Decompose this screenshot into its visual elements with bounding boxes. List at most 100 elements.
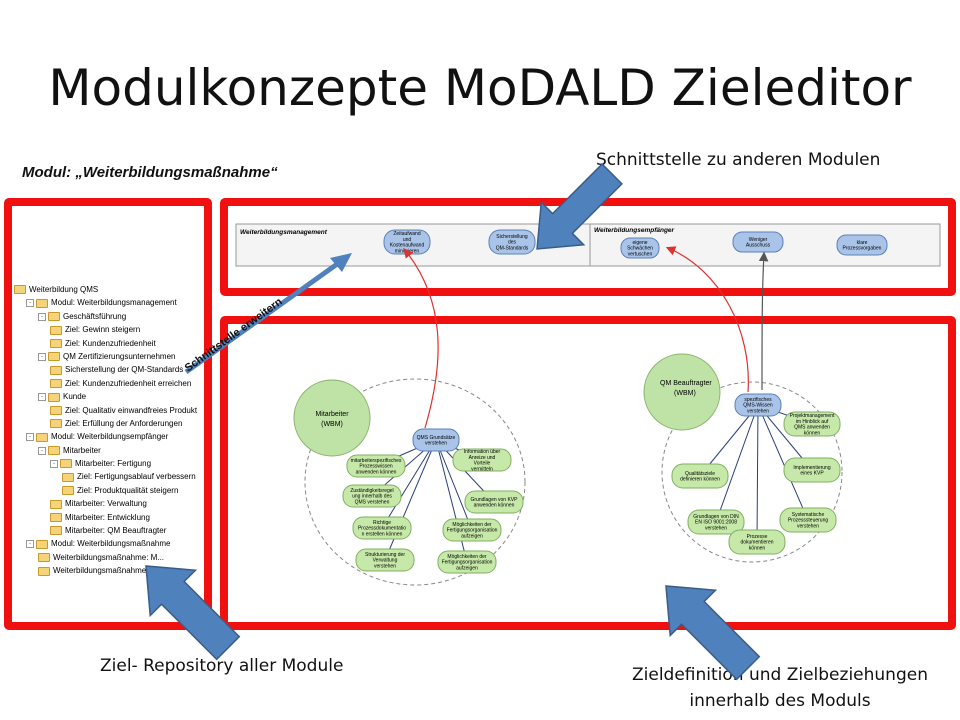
tree-toggle-icon[interactable]: -: [26, 540, 34, 549]
tree-item[interactable]: -Mitarbeiter: [14, 444, 206, 457]
tree-item[interactable]: Mitarbeiter: QM Beauftragter: [14, 524, 206, 537]
tree-item[interactable]: - Modul: Weiterbildungsmanagement: [14, 296, 206, 309]
actor-qm-label: QM Beauftragter: [660, 380, 712, 387]
link-qm-to-interface: [665, 246, 749, 393]
tree-item[interactable]: Ziel: Fertigungsablauf verbessern: [14, 470, 206, 483]
callout-goal-definition-line1: Zieldefinition und Zielbeziehungen: [632, 665, 928, 685]
folder-icon: [50, 365, 62, 375]
actor-qm-beauftragter: [643, 353, 721, 431]
tree-item[interactable]: -QM Zertifizierungsunternehmen: [14, 350, 206, 363]
goal-node-center-shape: [412, 428, 460, 452]
goal-relation-line: [381, 439, 437, 529]
tree-item[interactable]: -Modul: Weiterbildungsmaßnahme: [14, 537, 206, 550]
tree-toggle-icon[interactable]: -: [38, 352, 46, 361]
tree-item-label: Weiterbildung QMS: [29, 285, 99, 294]
tree-item-label: Modul: Weiterbildungsempfänger: [51, 432, 169, 442]
folder-icon: [50, 405, 62, 415]
folder-icon: [50, 419, 62, 429]
folder-icon: [36, 432, 48, 442]
tree-item[interactable]: Mitarbeiter: Verwaltung: [14, 497, 206, 510]
tree-item[interactable]: -Geschäftsführung: [14, 310, 206, 323]
goal-node-shape: [346, 454, 406, 478]
tree-item-label: Ziel: Kundenzufriedenheit: [65, 338, 156, 348]
tree-item[interactable]: Mitarbeiter: Entwicklung: [14, 511, 206, 524]
tree-item-label: Ziel: Gewinn steigern: [65, 325, 141, 335]
tree-item[interactable]: Ziel: Gewinn steigern: [14, 323, 206, 336]
tree-item[interactable]: Sicherstellung der QM-Standards: [14, 363, 206, 376]
actor-qm-sub: (WBM): [674, 390, 696, 397]
tree-item-label: Mitarbeiter: Fertigung: [75, 459, 152, 469]
link-qm-to-ausschuss: [758, 251, 769, 391]
tree-item[interactable]: -Kunde: [14, 390, 206, 403]
goal-node-shape: [728, 529, 786, 555]
tree-toggle-icon[interactable]: -: [26, 433, 34, 442]
folder-icon: [36, 298, 48, 308]
goal-node-shape: [687, 509, 745, 535]
tree-item[interactable]: - Modul: Weiterbildungsempfänger: [14, 430, 206, 443]
folder-icon: [60, 459, 72, 469]
goal-node-shape: [442, 518, 502, 542]
tree-toggle-icon[interactable]: -: [50, 459, 58, 468]
actor-mitarbeiter-sub: (WBM): [321, 421, 343, 428]
folder-icon: [38, 553, 50, 563]
tree-item[interactable]: Ziel: Kundenzufriedenheit: [14, 337, 206, 350]
tree-item[interactable]: Ziel: Kundenzufriedenheit erreichen: [14, 377, 206, 390]
tree-item[interactable]: Weiterbildungsmaßnahme: M...: [14, 551, 206, 564]
tree-item[interactable]: Weiterbildung QMS: [14, 283, 206, 296]
folder-icon: [62, 486, 74, 496]
folder-icon: [50, 338, 62, 348]
arrow-extend-interface: [184, 259, 342, 375]
callout-repository: Ziel- Repository aller Module: [100, 656, 344, 676]
callout-interface: Schnittstelle zu anderen Modulen: [596, 150, 881, 170]
tree-item-label: Mitarbeiter: Verwaltung: [65, 499, 147, 509]
goal-node-shape: [783, 411, 841, 437]
tree-item-label: Weiterbildungsmaßnahme: M...: [53, 552, 165, 562]
tree-toggle-icon[interactable]: -: [26, 299, 34, 308]
module-frame: [220, 316, 956, 630]
folder-icon: [50, 513, 62, 523]
tree-item[interactable]: Weiterbildungsmaßnahme: Q...: [14, 564, 206, 577]
interface-node-shape: [836, 234, 888, 256]
tree-item[interactable]: Ziel: Qualitativ einwandfreies Produkt: [14, 404, 206, 417]
tree-item-label: Weiterbildungsmaßnahme: Q...: [53, 566, 164, 576]
tree-item[interactable]: Ziel: Erfüllung der Anforderungen: [14, 417, 206, 430]
tree-toggle-icon[interactable]: -: [38, 446, 46, 455]
link-qms-to-interface: [403, 248, 439, 429]
goal-node-shape: [671, 463, 729, 489]
tree-item[interactable]: - Mitarbeiter: Fertigung: [14, 457, 206, 470]
tree-toggle-icon[interactable]: -: [38, 393, 46, 402]
tree-toggle-icon[interactable]: -: [38, 312, 46, 321]
goal-node-shape: [342, 484, 402, 508]
tree-item[interactable]: Ziel: Produktqualität steigern: [14, 484, 206, 497]
tree-item-label: Modul: Weiterbildungsmanagement: [51, 298, 177, 308]
